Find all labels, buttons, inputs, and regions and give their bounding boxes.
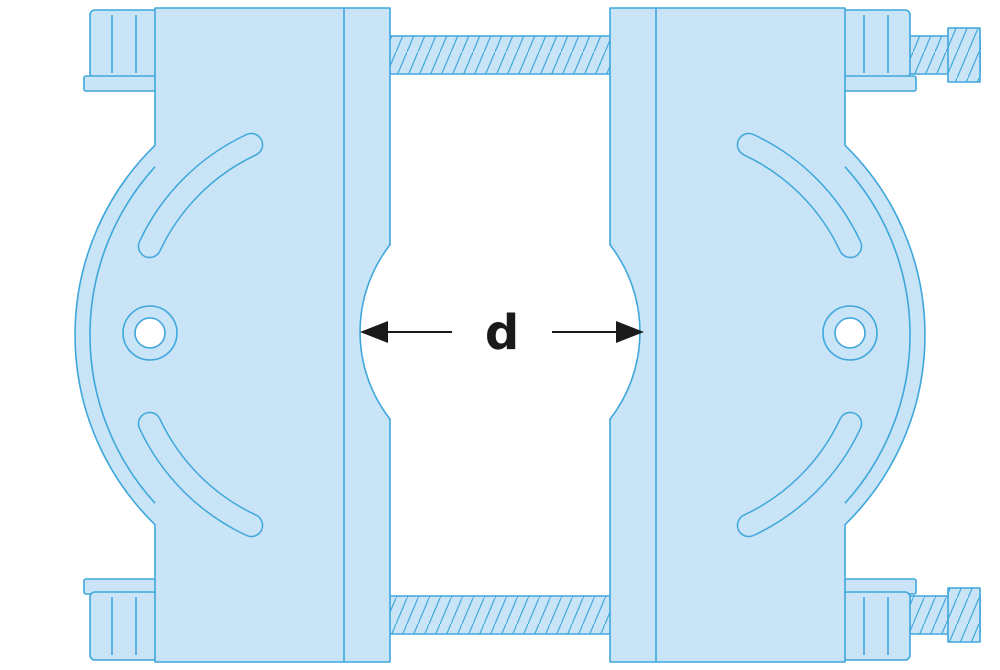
dimension-arrow-right-icon — [616, 321, 644, 343]
right-bearing-half — [610, 8, 925, 662]
mounting-hole — [134, 317, 166, 349]
hex-bolt-top — [83, 9, 163, 92]
dimension-arrow-left-icon — [360, 321, 388, 343]
hex-bolt-bottom — [83, 578, 163, 661]
left-bearing-half — [74, 7, 391, 663]
dimension-label: d — [485, 305, 519, 361]
curved-slot-lower-fill — [139, 413, 262, 536]
hex-bolt-head — [89, 591, 159, 661]
rim-arc — [89, 166, 156, 504]
curved-slot-upper-fill — [139, 134, 262, 257]
top-rod-nut-hatch — [948, 28, 980, 82]
dimension-d: d — [360, 305, 644, 361]
top-threaded-rod-hatch — [384, 36, 620, 74]
bottom-threaded-rod-hatch — [384, 596, 620, 634]
hex-bolt-head — [89, 9, 159, 79]
bolt-washer — [83, 75, 163, 92]
bottom-rod-nut-hatch — [948, 588, 980, 642]
bearing-half-body — [74, 7, 391, 663]
threaded-rods — [383, 27, 981, 643]
